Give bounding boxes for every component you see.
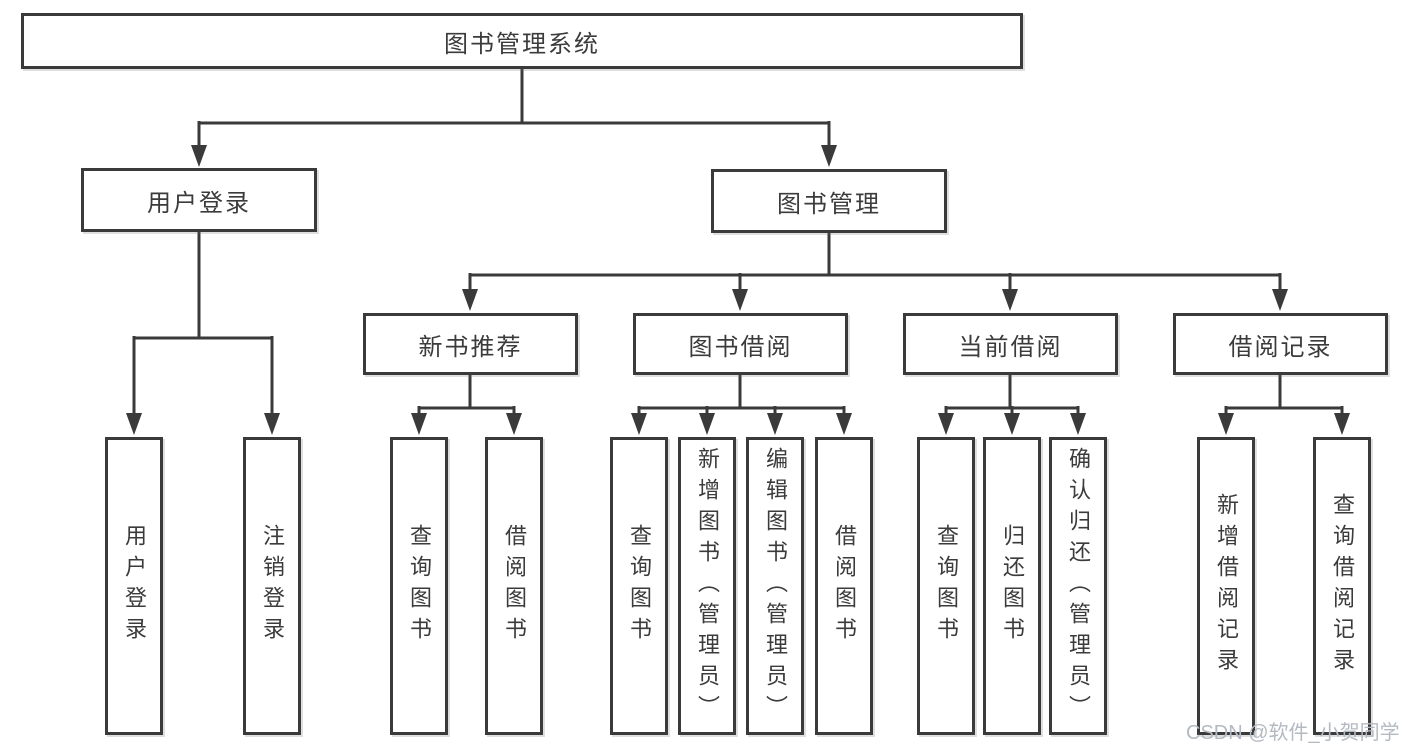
leaf-current-query: 查询图书 (917, 437, 975, 735)
node-user-login: 用户登录 (81, 168, 317, 232)
leaf-logout: 注销登录 (243, 437, 301, 735)
leaf-borrowing-add: 新增图书（管理员） (678, 437, 736, 735)
node-borrow-records: 借阅记录 (1173, 313, 1388, 375)
leaf-current-confirm: 确认归还（管理员） (1049, 437, 1107, 735)
leaf-newbooks-query: 查询图书 (390, 437, 448, 735)
leaf-borrowing-edit: 编辑图书（管理员） (746, 437, 804, 735)
leaf-borrowing-borrow: 借阅图书 (815, 437, 873, 735)
leaf-current-return: 归还图书 (983, 437, 1041, 735)
leaf-records-query: 查询借阅记录 (1313, 437, 1371, 735)
node-root: 图书管理系统 (21, 13, 1023, 69)
leaf-records-add: 新增借阅记录 (1197, 437, 1255, 735)
node-book-borrow: 图书借阅 (633, 313, 848, 375)
leaf-borrowing-query: 查询图书 (610, 437, 668, 735)
node-book-management: 图书管理 (711, 169, 947, 233)
leaf-newbooks-borrow: 借阅图书 (485, 437, 543, 735)
node-new-book-recommend: 新书推荐 (363, 313, 578, 375)
leaf-user-login: 用户登录 (105, 437, 163, 735)
node-current-borrow: 当前借阅 (903, 313, 1118, 375)
watermark: CSDN @软件_小贺同学 (1186, 722, 1400, 744)
